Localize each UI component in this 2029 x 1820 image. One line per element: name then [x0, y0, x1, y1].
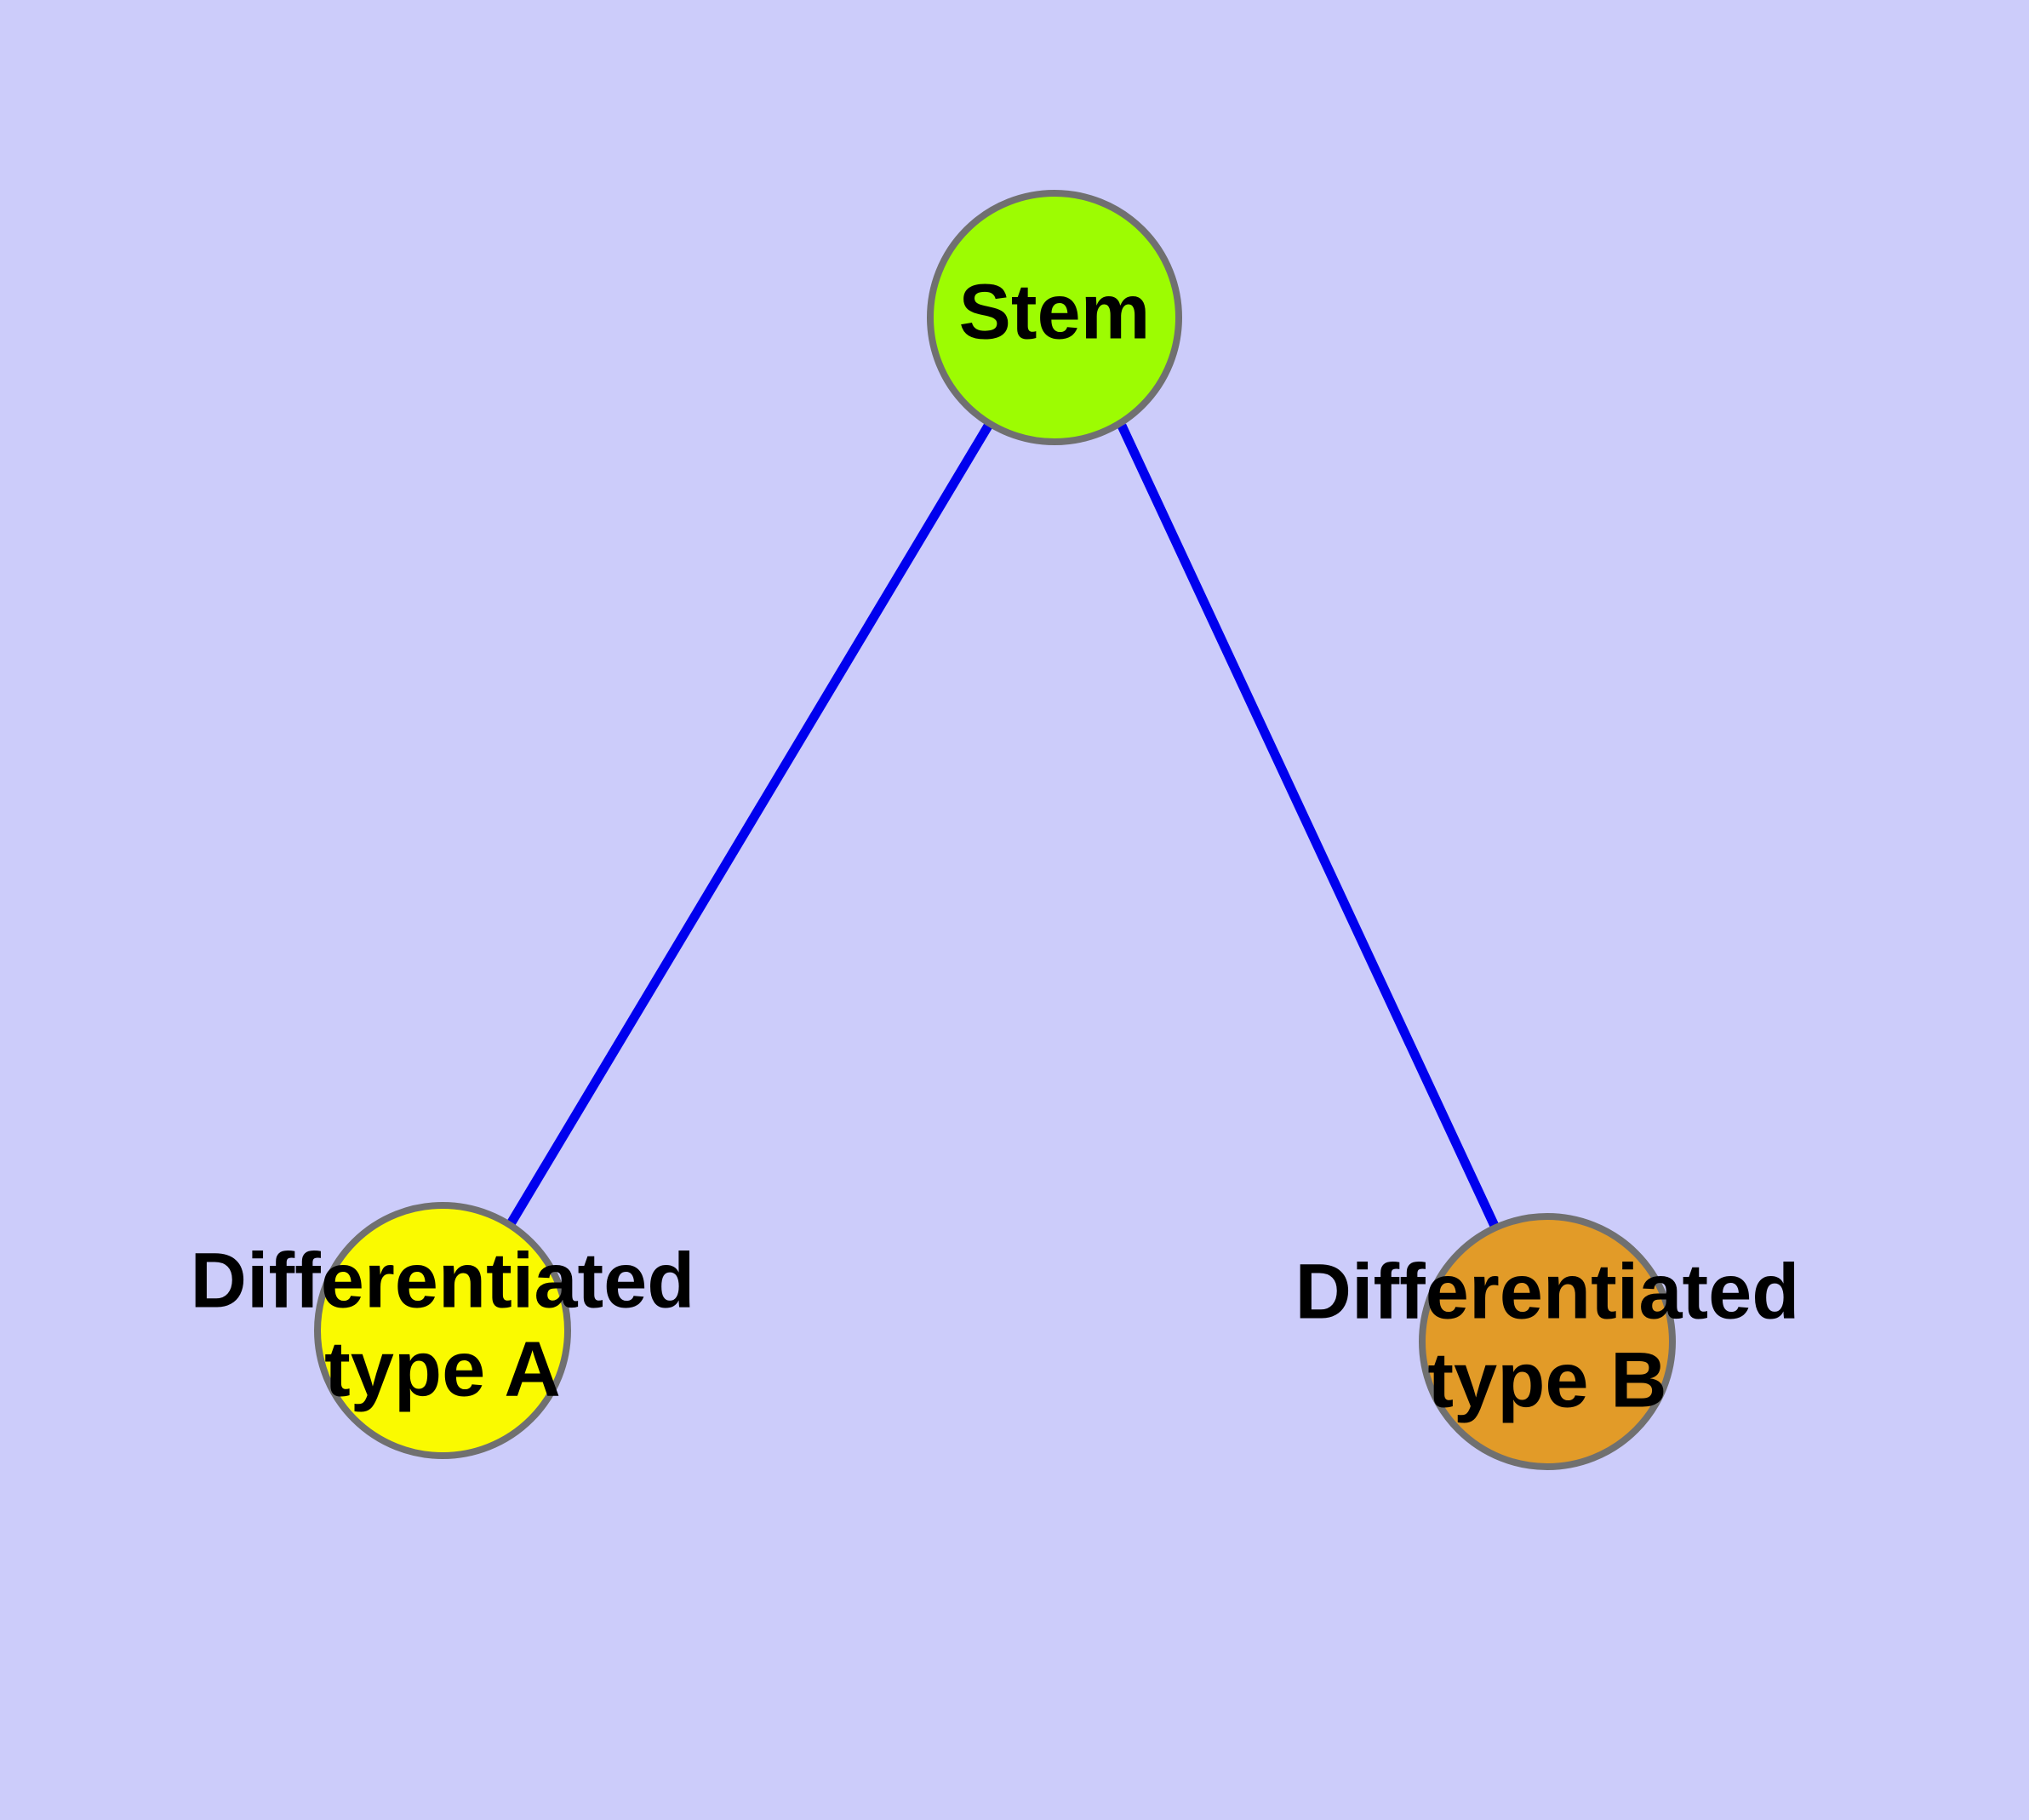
- node-label-line: type B: [1427, 1336, 1666, 1423]
- node-label-line: type A: [324, 1325, 561, 1412]
- node-label-line: Stem: [959, 268, 1151, 355]
- edges-layer: [507, 421, 1499, 1228]
- node-stem[interactable]: [927, 190, 1182, 445]
- node-diff-type-b[interactable]: [1419, 1213, 1676, 1470]
- node-label-stem: Stem: [959, 268, 1151, 355]
- edge-stem-to-a: [507, 421, 994, 1225]
- nodes-layer: [314, 190, 1676, 1470]
- edge-stem-to-b: [1117, 423, 1499, 1228]
- node-label-line: Differentiated: [191, 1237, 695, 1324]
- node-label-line: Differentiated: [1295, 1248, 1800, 1335]
- node-diff-type-a[interactable]: [314, 1202, 571, 1459]
